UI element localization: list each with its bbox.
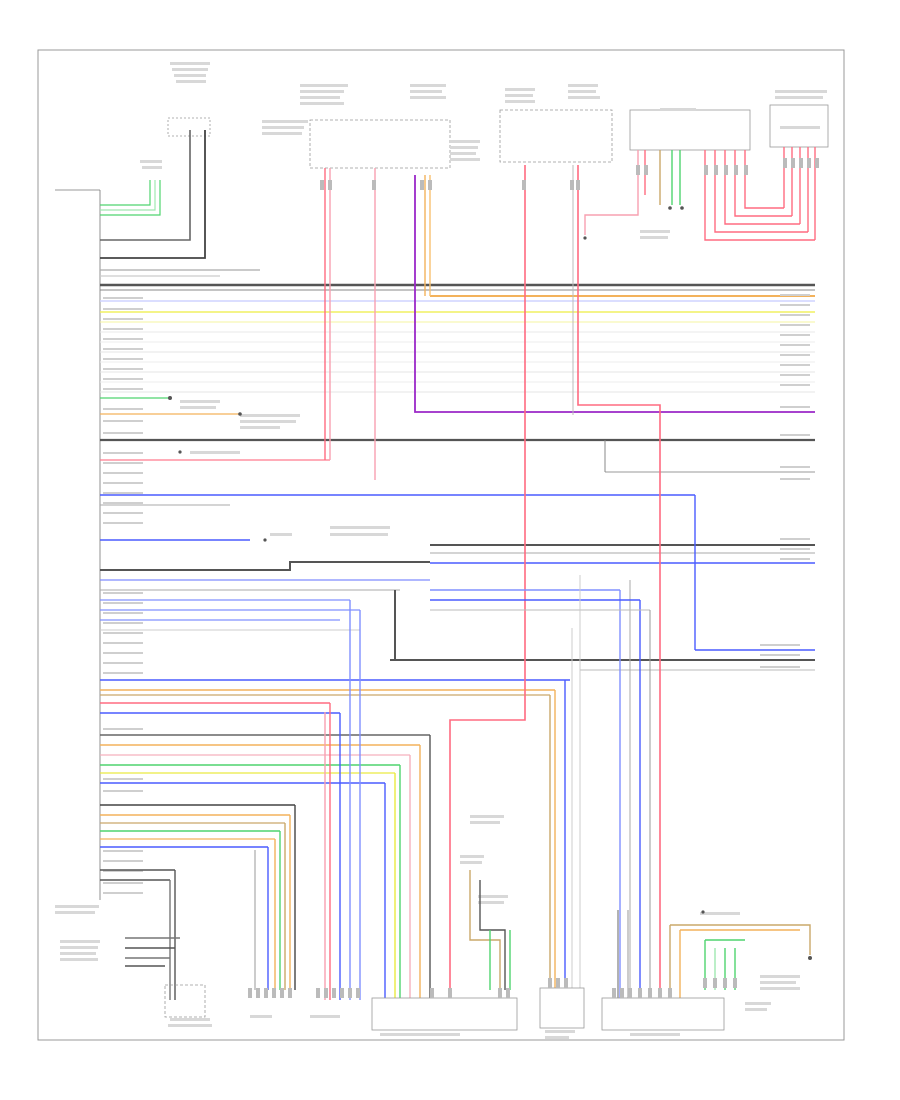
bottom-drops — [254, 575, 811, 1000]
top-left-wires — [100, 130, 260, 277]
left-pin-ticks — [103, 297, 143, 894]
bottom-modules — [164, 984, 725, 1031]
right-pin-ticks — [760, 294, 810, 668]
component-box-sensor — [167, 117, 211, 137]
component-box-switch — [769, 104, 829, 148]
wire-v-purple — [414, 175, 815, 413]
module-right — [601, 997, 725, 1031]
wire-h-black-step — [100, 561, 430, 571]
splice-dots — [168, 206, 812, 960]
wire-v-red-right — [577, 165, 661, 1000]
module-switch-left — [164, 984, 206, 1018]
horizontal-wires — [100, 283, 815, 881]
module-small — [539, 987, 585, 1029]
wire-v-red-long — [449, 165, 526, 1000]
module-central-electronics — [371, 997, 518, 1031]
controller-wires — [584, 147, 816, 241]
lower-left-wires — [125, 870, 180, 1000]
component-box-instrument — [309, 119, 451, 169]
diagram-border — [37, 49, 845, 1041]
component-box-controller — [629, 109, 751, 151]
top-components — [55, 104, 829, 900]
connector-pins — [248, 158, 819, 998]
label-placeholders — [55, 62, 827, 1039]
component-box-relay — [499, 109, 613, 163]
